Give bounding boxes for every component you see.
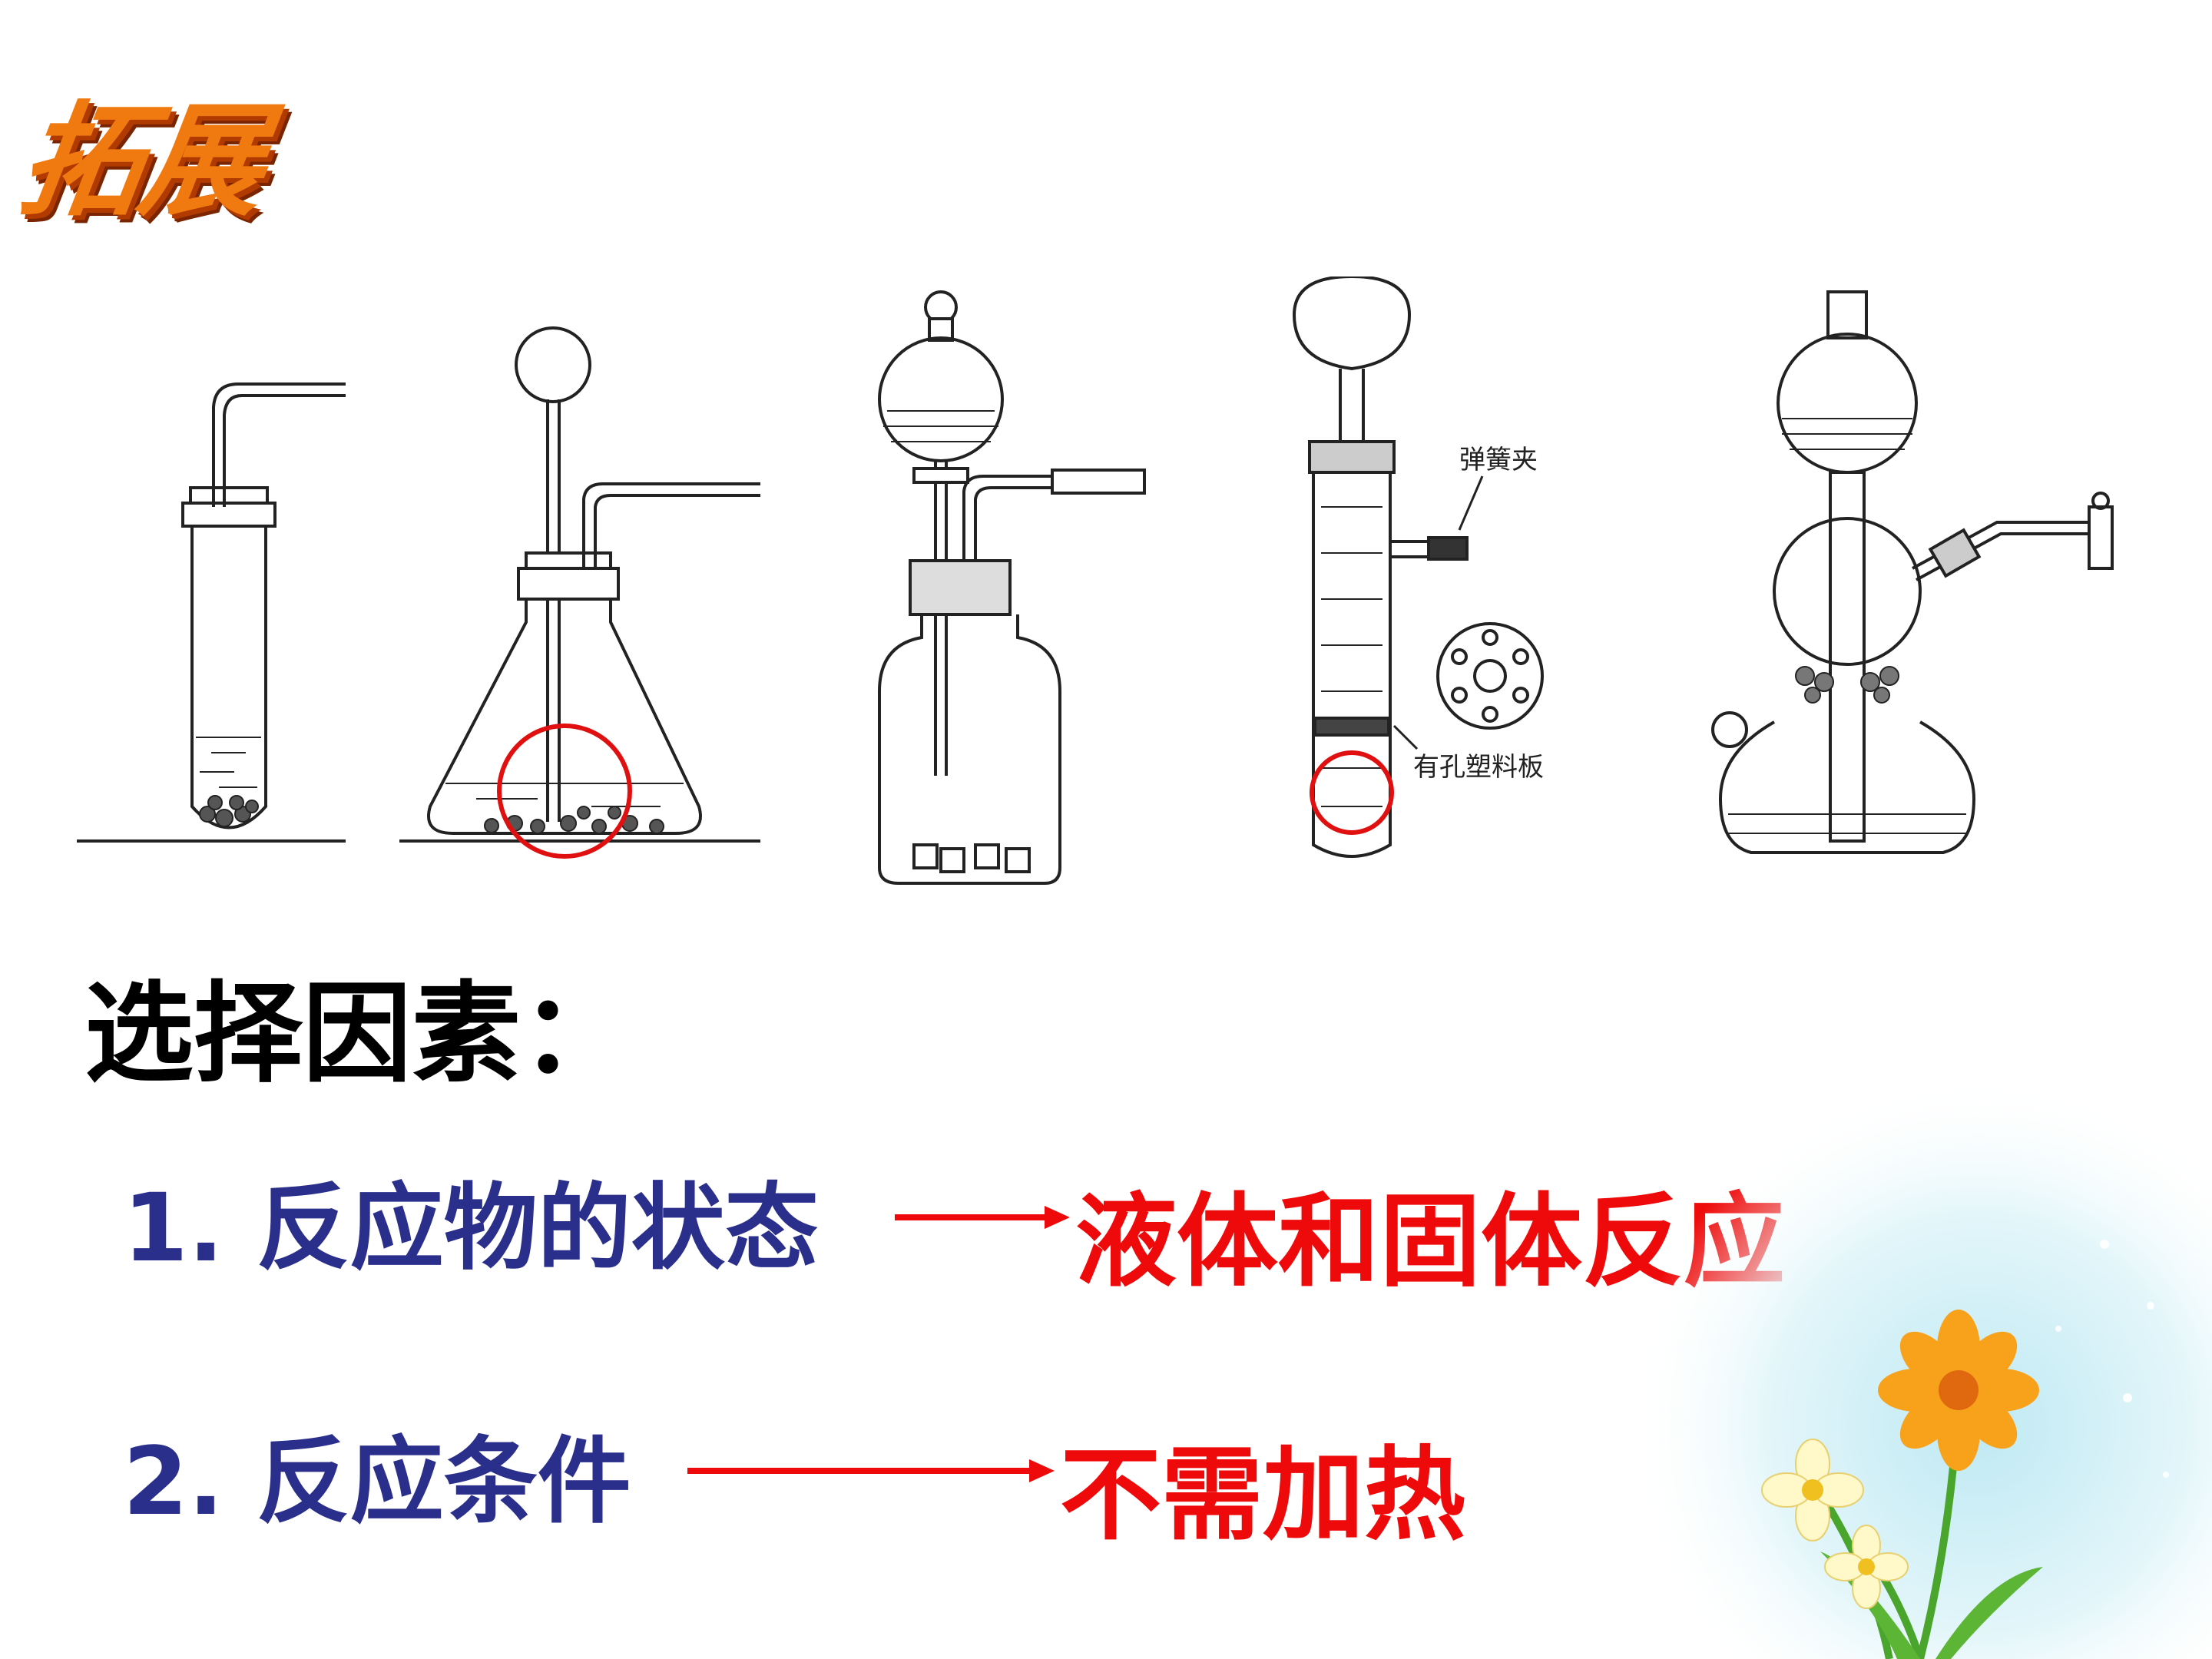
factor-2-label: 2. 反应条件 — [123, 1427, 631, 1536]
slide-title: 拓展 — [11, 89, 272, 233]
arrow-2 — [687, 1459, 1055, 1482]
selection-factors-heading: 选择因素： — [84, 971, 630, 1098]
porous-plate-apparatus — [1292, 276, 1544, 858]
conical-flask-apparatus — [399, 326, 760, 859]
spring-clip-label: 弹簧夹 — [1459, 445, 1538, 475]
apparatus-diagram: 弹簧夹 有孔塑料板 — [77, 276, 2114, 885]
factor-1-label: 1. 反应物的状态 — [123, 1174, 819, 1283]
kipp-generator-apparatus — [1711, 290, 2114, 854]
factor-2-result: 不需加热 — [1060, 1436, 1465, 1555]
flower-decoration — [1628, 1075, 2212, 1659]
perforated-plate-label: 有孔塑料板 — [1413, 752, 1544, 783]
arrow-1 — [895, 1206, 1070, 1229]
test-tube-apparatus — [77, 382, 346, 843]
bottle-funnel-apparatus — [878, 290, 1146, 885]
